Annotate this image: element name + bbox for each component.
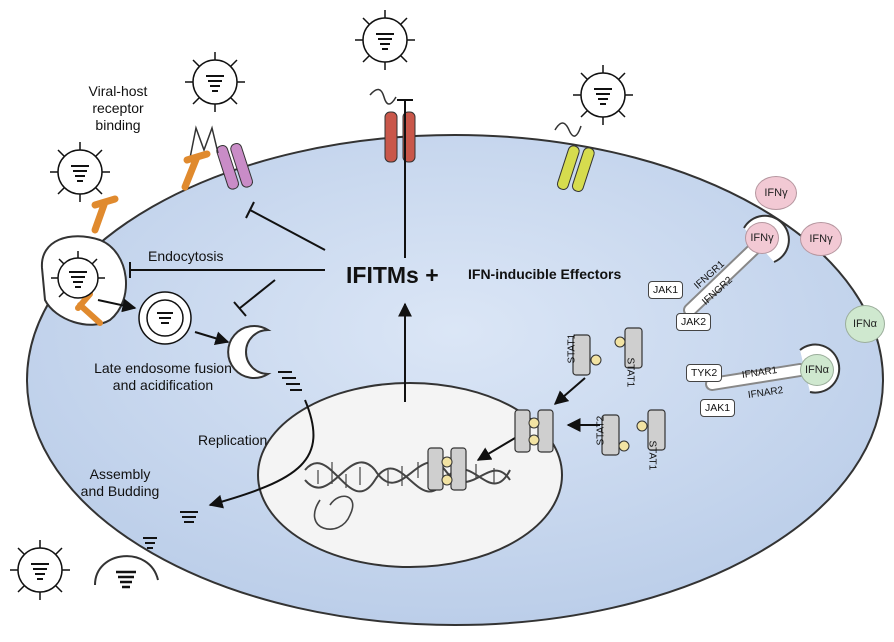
jak2-box: JAK2: [676, 313, 712, 331]
receptor-orange-1: [181, 150, 211, 191]
assembly-line2: and Budding: [80, 483, 160, 499]
dna-helix: [304, 461, 511, 530]
ifngamma-bubble-1: IFNγ: [755, 176, 797, 210]
viral-host-line1: Viral-host: [88, 83, 148, 99]
ifngamma-bubble-2: IFNγ: [800, 222, 842, 256]
assembly-label: Assembly and Budding: [80, 466, 160, 500]
jak1-box-1: JAK1: [648, 281, 684, 299]
released-genome: [278, 371, 302, 391]
jak1-box-2: JAK1: [700, 399, 736, 417]
stat2-label: STAT2: [595, 415, 607, 446]
endocytosis-label: Endocytosis: [148, 248, 224, 264]
budding-genome-2: [143, 537, 157, 549]
phospho-circles: [441, 336, 648, 486]
stat1-label-1: STAT1: [566, 333, 578, 364]
receptor-pink: [189, 125, 254, 190]
late-endosome-line1: Late endosome fusion: [94, 360, 232, 376]
receptor-orange-2: [91, 195, 119, 234]
assembly-line1: Assembly: [89, 466, 151, 482]
viral-host-line3: binding: [95, 117, 141, 133]
receptor-yellow: [554, 122, 595, 192]
late-endosome-label: Late endosome fusion and acidification: [88, 360, 238, 394]
viral-host-line2: receptor: [92, 100, 144, 116]
inhibition-lines: [129, 99, 413, 317]
budding-pocket: [94, 555, 159, 586]
stat-complexes: [427, 327, 666, 491]
effectors-label: IFN-inducible Effectors: [468, 266, 622, 282]
replication-label: Replication: [198, 432, 268, 448]
stat1-label-3: STAT1: [646, 440, 658, 471]
late-endosome-line2: and acidification: [112, 377, 214, 393]
tyk2-box: TYK2: [686, 364, 723, 382]
viral-host-label: Viral-host receptor binding: [75, 83, 161, 134]
receptor-orange-3: [75, 291, 103, 326]
arrows: [97, 298, 600, 509]
cell-membrane: [26, 134, 884, 626]
stat1-label-2: STAT1: [624, 357, 636, 388]
ifnalpha-bound: IFNα: [800, 354, 834, 386]
ifngamma-bound: IFNγ: [745, 222, 779, 254]
late-endosome: [227, 325, 272, 379]
ifnalpha-bubble: IFNα: [845, 305, 885, 343]
nucleus: [257, 382, 563, 568]
ifitms-label: IFITMs +: [346, 262, 439, 288]
budding-genome-1: [180, 511, 198, 523]
virus-particles: [10, 10, 633, 600]
